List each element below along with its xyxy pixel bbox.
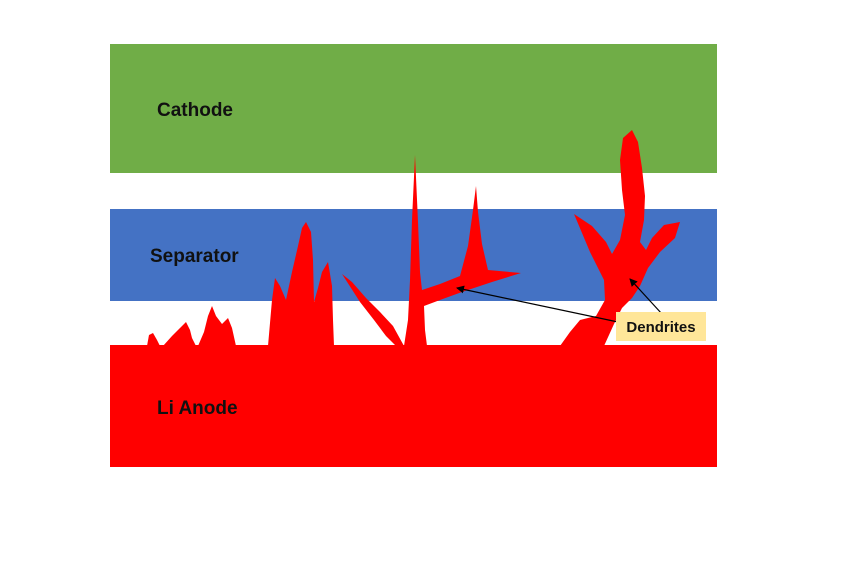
dendrite-bump-3 (198, 306, 236, 346)
callout-box (616, 312, 706, 341)
callout-arrow-to-spike (456, 285, 619, 323)
cathode-layer (110, 44, 717, 173)
separator-label: Separator (150, 246, 239, 267)
dendrite-spike-branched (404, 155, 521, 346)
dendrite-large-right (560, 130, 680, 346)
anode-label: Li Anode (157, 398, 238, 419)
anode-layer (110, 345, 717, 467)
callout-label: Dendrites (626, 319, 695, 336)
cathode-label: Cathode (157, 100, 233, 121)
dendrite-cluster-left (268, 222, 334, 346)
callout-arrow-to-right-dendrite (629, 278, 663, 315)
dendrites (147, 130, 680, 346)
dendrite-bump-2 (163, 322, 196, 346)
dendrite-needle-diagonal (342, 274, 404, 346)
dendrite-bump-1 (147, 333, 160, 346)
